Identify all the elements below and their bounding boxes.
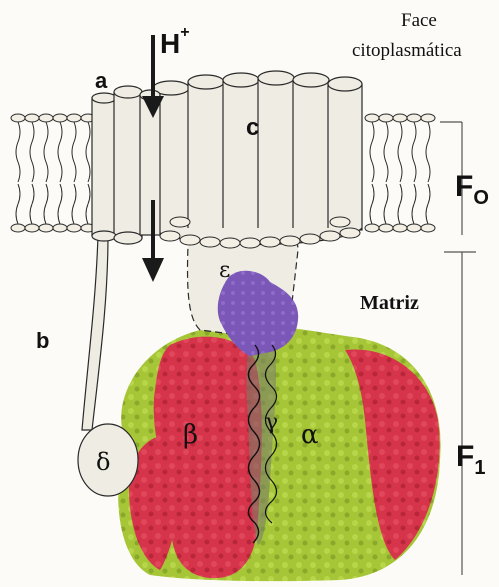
label-delta: δ [96,448,110,476]
f1-main: F [456,440,474,473]
membrane-right [365,114,435,232]
fo-main: F [455,170,473,203]
label-h-plus: H+ [160,28,190,60]
label-beta: β [183,420,198,450]
label-a: a [95,68,107,94]
fo-sub: O [473,187,489,209]
label-c: c [246,114,259,142]
b-stalk [82,235,108,430]
label-alpha: α [301,420,319,450]
label-face: Face [401,10,437,32]
label-b: b [36,328,49,354]
label-matriz: Matriz [360,292,419,315]
label-f1: F1 [456,440,485,474]
label-gamma: γ [265,410,278,435]
label-citoplasmatica: citoplasmática [352,40,462,62]
f1-sub: 1 [474,457,485,479]
label-fo: FO [455,170,489,204]
f1-head [118,325,441,581]
label-epsilon: ε [219,258,230,283]
h-plus-main: H [160,28,180,59]
h-plus-sup: + [180,24,189,41]
membrane-left [11,114,95,232]
